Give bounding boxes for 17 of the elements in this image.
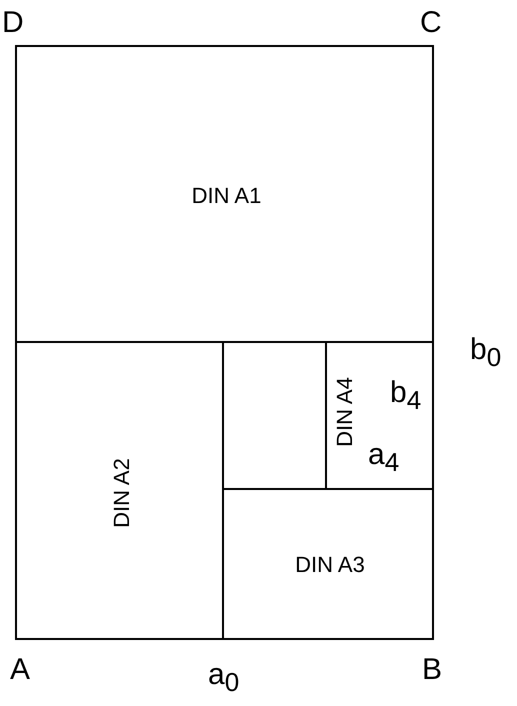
dimension-label: b$_{0}$ [470,335,502,370]
paper-region [222,490,434,640]
region-label: DIN A2 [110,458,132,528]
corner-letter: C [420,8,442,38]
corner-letter: A [10,655,30,685]
corner-letter: B [422,655,442,685]
dimension-label: a$_{4}$ [368,440,400,475]
paper-region [15,45,434,343]
empty-region [222,341,327,490]
paper-region [15,341,224,640]
dimension-label: b$_{4}$ [390,378,422,413]
region-label: DIN A1 [192,185,262,207]
dimension-label: a$_{0}$ [208,660,240,695]
region-label: DIN A4 [334,377,356,447]
region-label: DIN A3 [295,554,365,576]
corner-letter: D [2,8,24,38]
paper-region [327,341,434,490]
